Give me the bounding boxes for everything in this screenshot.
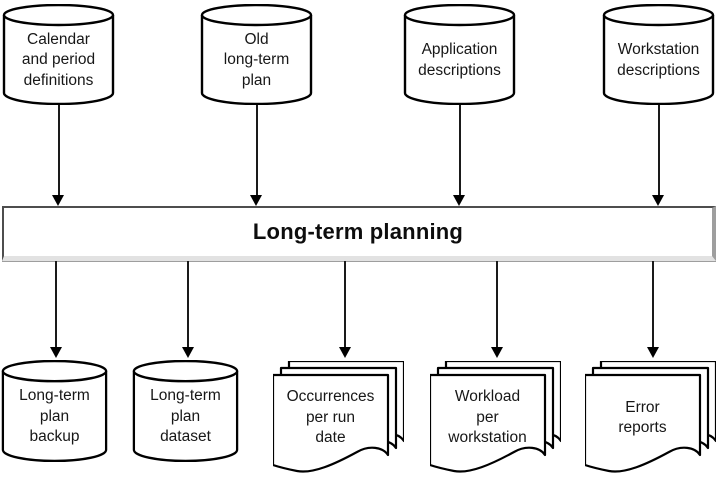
arrow-head-icon	[453, 195, 465, 206]
arrow-head-icon	[490, 347, 503, 358]
arrow-shaft	[652, 261, 654, 348]
document-stack-icon	[273, 361, 404, 473]
arrow-planning-to-backup	[49, 261, 63, 358]
process-box-long-term-planning: Long-term planning	[2, 206, 716, 261]
input-db-calendar-period-definitions: Calendar and period definitions	[2, 4, 115, 105]
output-report-occurrences-per-run-date: Occurrences per run date	[273, 361, 404, 473]
node-label: Long-term plan dataset	[150, 387, 221, 446]
document-stack-icon	[585, 361, 716, 473]
arrow-shaft	[344, 261, 346, 348]
arrow-appdesc-to-planning	[453, 105, 466, 206]
arrow-head-icon	[646, 347, 659, 358]
database-cylinder-icon	[200, 4, 313, 105]
output-report-workload-per-workstation: Workload per workstation	[430, 361, 561, 473]
arrow-shaft	[458, 105, 461, 196]
input-db-workstation-descriptions: Workstation descriptions	[602, 4, 715, 105]
input-db-application-descriptions: Application descriptions	[403, 4, 516, 105]
database-cylinder-icon	[1, 360, 108, 462]
database-cylinder-icon	[602, 4, 715, 105]
node-label: Long-term plan backup	[19, 387, 90, 446]
arrow-head-icon	[181, 347, 194, 358]
arrow-head-icon	[250, 195, 262, 206]
process-title: Long-term planning	[252, 219, 464, 244]
arrow-shaft	[657, 105, 660, 196]
arrow-wsdesc-to-planning	[652, 105, 665, 206]
database-cylinder-icon	[132, 360, 239, 462]
output-db-long-term-plan-backup: Long-term plan backup	[1, 360, 108, 462]
node-label: Workload per workstation	[448, 388, 527, 447]
arrow-oldplan-to-planning	[250, 105, 263, 206]
database-cylinder-icon	[2, 4, 115, 105]
arrow-shaft	[55, 261, 57, 348]
arrow-head-icon	[49, 347, 62, 358]
node-label: Calendar and period definitions	[21, 30, 96, 89]
document-stack-icon	[430, 361, 561, 473]
arrow-head-icon	[652, 195, 664, 206]
arrow-head-icon	[52, 195, 64, 206]
node-label: Workstation descriptions	[617, 41, 700, 79]
arrow-planning-to-dataset	[181, 261, 195, 358]
output-db-long-term-plan-dataset: Long-term plan dataset	[132, 360, 239, 462]
arrow-shaft	[496, 261, 498, 348]
arrow-calendar-to-planning	[52, 105, 65, 206]
node-label: Occurrences per run date	[286, 388, 375, 447]
arrow-planning-to-workload	[490, 261, 504, 358]
output-report-error-reports: Error reports	[585, 361, 716, 473]
node-label: Error reports	[618, 398, 667, 436]
arrow-planning-to-occurrences	[338, 261, 352, 358]
arrow-shaft	[187, 261, 189, 348]
database-cylinder-icon	[403, 4, 516, 105]
node-label: Old long-term plan	[223, 30, 290, 89]
node-label: Application descriptions	[418, 41, 501, 79]
arrow-shaft	[57, 105, 60, 196]
arrow-head-icon	[338, 347, 351, 358]
arrow-shaft	[255, 105, 258, 196]
arrow-planning-to-errors	[646, 261, 660, 358]
input-db-old-long-term-plan: Old long-term plan	[200, 4, 313, 105]
